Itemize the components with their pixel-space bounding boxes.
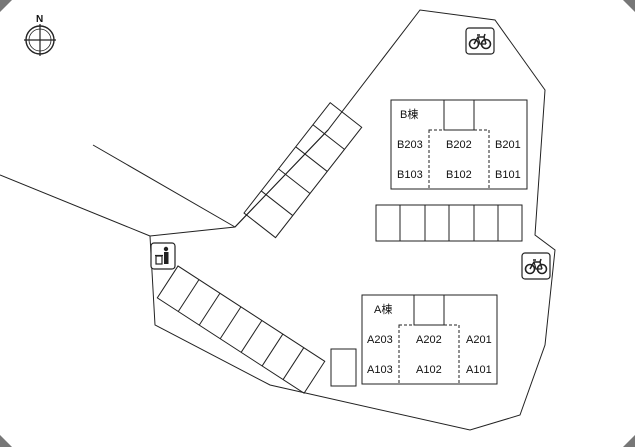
building-b-stair [443,99,475,131]
site-boundary [149,9,556,431]
parking-lower-diagonal [156,265,326,394]
parking-middle-row [375,204,523,242]
unit-a202: A202 [416,334,442,346]
unit-a203: A203 [367,334,393,346]
unit-b101: B101 [495,169,521,181]
trash-disposal-icon [150,242,176,270]
access-road [0,129,329,237]
building-a: A棟 A203 A202 A201 A103 A102 A101 [361,294,498,385]
building-a-stair [413,294,445,326]
building-b-center-unit [428,129,490,190]
unit-a101: A101 [466,364,492,376]
building-b: B棟 B203 B202 B201 B103 B102 B101 [390,99,528,190]
building-a-name: A棟 [374,302,392,316]
unit-a103: A103 [367,364,393,376]
bicycle-icon [465,27,495,55]
unit-a102: A102 [416,364,442,376]
parking-upper-diagonal [243,101,363,239]
unit-b201: B201 [495,139,521,151]
compass-north-label: N [36,14,43,25]
parking-single [330,348,357,387]
unit-b102: B102 [446,169,472,181]
unit-b203: B203 [397,139,423,151]
building-a-center-unit [398,324,460,385]
unit-b103: B103 [397,169,423,181]
unit-a201: A201 [466,334,492,346]
building-b-name: B棟 [400,107,418,121]
bicycle-icon [521,252,551,280]
unit-b202: B202 [446,139,472,151]
compass: N [24,14,56,56]
